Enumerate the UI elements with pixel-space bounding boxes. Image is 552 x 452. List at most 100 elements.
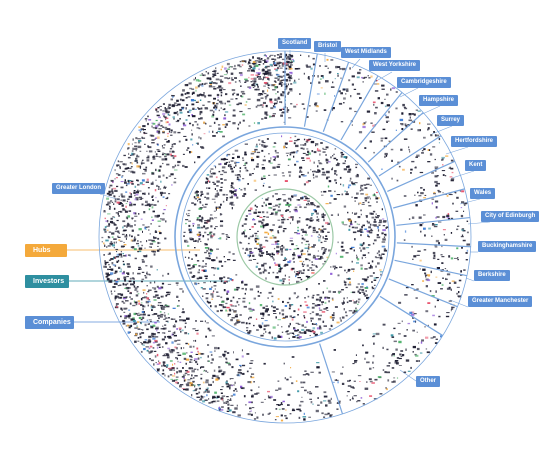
- node-dot: [252, 254, 255, 257]
- node-dot: [227, 259, 231, 261]
- node-dot: [219, 224, 224, 227]
- node-dot: [137, 328, 141, 330]
- region-label-other[interactable]: Other: [416, 376, 441, 387]
- node-dot: [242, 364, 246, 367]
- node-dot: [206, 192, 210, 195]
- node-dot: [188, 256, 190, 259]
- node-dot: [263, 201, 265, 204]
- node-dot: [256, 237, 260, 240]
- node-dot: [266, 145, 269, 147]
- node-dot: [271, 253, 275, 256]
- node-dot: [124, 209, 127, 211]
- node-dot: [262, 413, 264, 416]
- region-label-kent[interactable]: Kent: [465, 160, 487, 171]
- node-dot: [442, 174, 445, 176]
- node-dot: [358, 202, 360, 206]
- node-dot: [310, 220, 313, 222]
- node-dot: [139, 166, 141, 169]
- node-dot: [208, 383, 210, 386]
- node-dot: [324, 301, 327, 304]
- node-dot: [248, 61, 250, 64]
- node-dot: [321, 247, 325, 249]
- node-dot: [207, 301, 211, 304]
- node-dot: [427, 149, 429, 151]
- node-dot: [214, 195, 218, 198]
- node-dot: [325, 235, 328, 237]
- node-dot: [160, 124, 163, 127]
- legend-investors[interactable]: Investors: [25, 275, 69, 288]
- node-dot: [248, 68, 252, 70]
- node-dot: [286, 155, 288, 157]
- node-dot: [450, 308, 452, 312]
- region-label-greater-manchester[interactable]: Greater Manchester: [468, 296, 533, 307]
- node-dot: [319, 299, 321, 302]
- node-dot: [357, 290, 360, 293]
- node-dot: [350, 386, 354, 389]
- node-dot: [306, 139, 309, 141]
- region-label-city-of-edinburgh[interactable]: City of Edinburgh: [481, 211, 540, 222]
- node-dot: [226, 290, 230, 293]
- node-dot: [140, 350, 143, 353]
- node-dot: [366, 220, 368, 223]
- node-dot: [191, 258, 193, 260]
- node-dot: [187, 333, 190, 335]
- node-dot: [115, 304, 118, 307]
- node-dot: [258, 220, 262, 223]
- node-dot: [211, 358, 214, 361]
- node-dot: [335, 65, 338, 69]
- node-dot: [361, 288, 365, 291]
- node-dot: [262, 218, 265, 222]
- node-dot: [222, 108, 225, 111]
- node-dot: [264, 60, 266, 62]
- region-label-surrey[interactable]: Surrey: [437, 115, 465, 126]
- node-dot: [419, 259, 422, 262]
- node-dot: [162, 355, 166, 357]
- node-dot: [375, 106, 378, 109]
- region-label-berkshire[interactable]: Berkshire: [474, 270, 510, 281]
- node-dot: [148, 192, 150, 195]
- node-dot: [207, 72, 210, 75]
- node-dot: [391, 87, 396, 90]
- node-dot: [363, 76, 367, 79]
- node-dot: [269, 55, 271, 58]
- node-dot: [323, 280, 326, 282]
- region-label-hertfordshire[interactable]: Hertfordshire: [451, 136, 498, 147]
- node-dot: [315, 265, 318, 267]
- node-dot: [266, 57, 270, 60]
- node-dot: [316, 216, 318, 218]
- node-dot: [457, 259, 459, 261]
- node-dot: [254, 232, 258, 235]
- region-label-hampshire[interactable]: Hampshire: [419, 95, 459, 106]
- region-label-greater-london[interactable]: Greater London: [52, 183, 106, 194]
- sector-divider: [393, 188, 465, 209]
- region-label-buckinghamshire[interactable]: Buckinghamshire: [478, 241, 537, 252]
- node-dot: [143, 341, 146, 344]
- node-dot: [269, 63, 273, 66]
- node-dot: [179, 361, 182, 363]
- node-dot: [375, 332, 380, 336]
- region-label-west-yorkshire[interactable]: West Yorkshire: [369, 60, 421, 71]
- node-dot: [293, 257, 295, 260]
- node-dot: [412, 345, 416, 349]
- node-dot: [214, 108, 217, 111]
- legend-companies[interactable]: Companies: [25, 316, 74, 329]
- node-dot: [231, 204, 235, 206]
- node-dot: [243, 223, 247, 225]
- region-label-bristol[interactable]: Bristol: [314, 41, 342, 52]
- node-dot: [203, 74, 206, 77]
- node-dot: [115, 256, 120, 258]
- node-dot: [374, 256, 377, 259]
- node-dot: [177, 131, 181, 134]
- node-dot: [210, 173, 212, 175]
- region-label-west-midlands[interactable]: West Midlands: [341, 47, 391, 58]
- region-label-scotland[interactable]: Scotland: [278, 38, 312, 49]
- node-dot: [362, 224, 365, 227]
- region-label-cambridgeshire[interactable]: Cambridgeshire: [397, 77, 451, 88]
- region-label-wales[interactable]: Wales: [470, 188, 496, 199]
- node-dot: [171, 145, 174, 148]
- node-dot: [122, 163, 125, 165]
- node-dot: [149, 233, 151, 235]
- legend-hubs[interactable]: Hubs: [25, 244, 67, 257]
- node-dot: [147, 122, 149, 126]
- node-dot: [323, 190, 327, 193]
